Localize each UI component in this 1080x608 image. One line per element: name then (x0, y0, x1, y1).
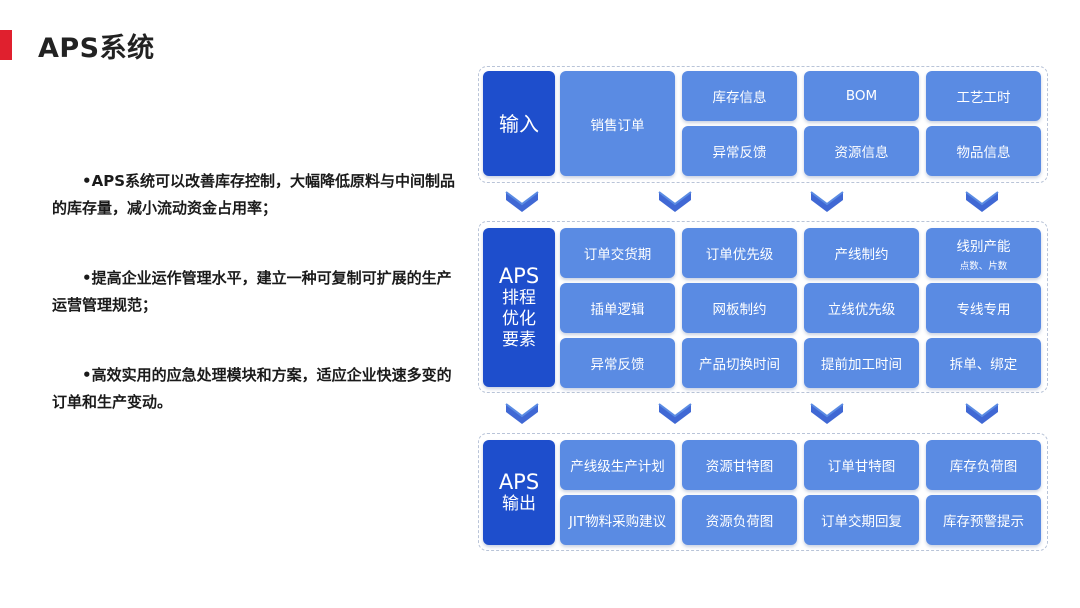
factor-cell: 产品切换时间 (682, 338, 797, 388)
title-accent-bar (0, 30, 12, 60)
input-cell: 工艺工时 (926, 71, 1041, 121)
chevron-down-icon (658, 403, 692, 424)
chevron-down-icon (505, 403, 539, 424)
chevron-down-icon (810, 403, 844, 424)
chevron-down-icon (810, 191, 844, 212)
chevron-down-icon (505, 191, 539, 212)
output-head-label: APS (498, 470, 540, 494)
output-cell: 库存预警提示 (926, 495, 1041, 545)
input-panel: 输入 销售订单 库存信息 BOM 工艺工时 异常反馈 资源信息 物品信息 (478, 66, 1048, 183)
input-cell: 资源信息 (804, 126, 919, 176)
factor-cell-note: 点数、片数 (959, 260, 1008, 272)
output-head-label: 输出 (502, 494, 536, 514)
output-cell: JIT物料采购建议 (560, 495, 675, 545)
input-cell: BOM (804, 71, 919, 121)
output-head: APS 输出 (483, 440, 555, 545)
factor-cell: 产线制约 (804, 228, 919, 278)
factor-cell: 异常反馈 (560, 338, 675, 388)
factor-cell: 订单优先级 (682, 228, 797, 278)
factor-cell: 网板制约 (682, 283, 797, 333)
sales-order-cell: 销售订单 (560, 71, 675, 176)
output-cell: 订单甘特图 (804, 440, 919, 490)
output-cell: 库存负荷图 (926, 440, 1041, 490)
factor-cell-capacity: 线别产能 点数、片数 (926, 228, 1041, 278)
factor-cell: 订单交货期 (560, 228, 675, 278)
factor-cell-label: 线别产能 (956, 238, 1011, 255)
chevron-down-icon (965, 403, 999, 424)
factor-cell: 立线优先级 (804, 283, 919, 333)
bullet-item: •提高企业运作管理水平，建立一种可复制可扩展的生产运营管理规范； (52, 269, 452, 314)
input-cell: 库存信息 (682, 71, 797, 121)
factors-head-label: 优化 (502, 309, 536, 329)
input-head: 输入 (483, 71, 555, 176)
factor-cell: 提前加工时间 (804, 338, 919, 388)
factor-cell: 拆单、绑定 (926, 338, 1041, 388)
bullet-list: •APS系统可以改善库存控制，大幅降低原料与中间制品的库存量，减小流动资金占用率… (52, 168, 462, 459)
factors-head-label: 排程 (502, 288, 536, 308)
output-panel: APS 输出 产线级生产计划 资源甘特图 订单甘特图 库存负荷图 JIT物料采购… (478, 433, 1048, 551)
factor-cell: 插单逻辑 (560, 283, 675, 333)
input-cell: 物品信息 (926, 126, 1041, 176)
factors-panel: APS 排程 优化 要素 订单交货期 订单优先级 产线制约 线别产能 点数、片数… (478, 221, 1048, 393)
input-cell: 异常反馈 (682, 126, 797, 176)
chevron-down-icon (658, 191, 692, 212)
bullet-item: •高效实用的应急处理模块和方案，适应企业快速多变的订单和生产变动。 (52, 366, 452, 411)
bullet-item: •APS系统可以改善库存控制，大幅降低原料与中间制品的库存量，减小流动资金占用率… (52, 172, 455, 217)
page-title: APS系统 (38, 33, 155, 64)
chevron-down-icon (965, 191, 999, 212)
factors-head: APS 排程 优化 要素 (483, 228, 555, 387)
output-cell: 订单交期回复 (804, 495, 919, 545)
factors-head-label: 要素 (502, 330, 536, 350)
input-head-label: 输入 (499, 111, 539, 136)
factors-head-label: APS (498, 264, 540, 288)
output-cell: 资源负荷图 (682, 495, 797, 545)
output-cell: 资源甘特图 (682, 440, 797, 490)
output-cell: 产线级生产计划 (560, 440, 675, 490)
factor-cell: 专线专用 (926, 283, 1041, 333)
